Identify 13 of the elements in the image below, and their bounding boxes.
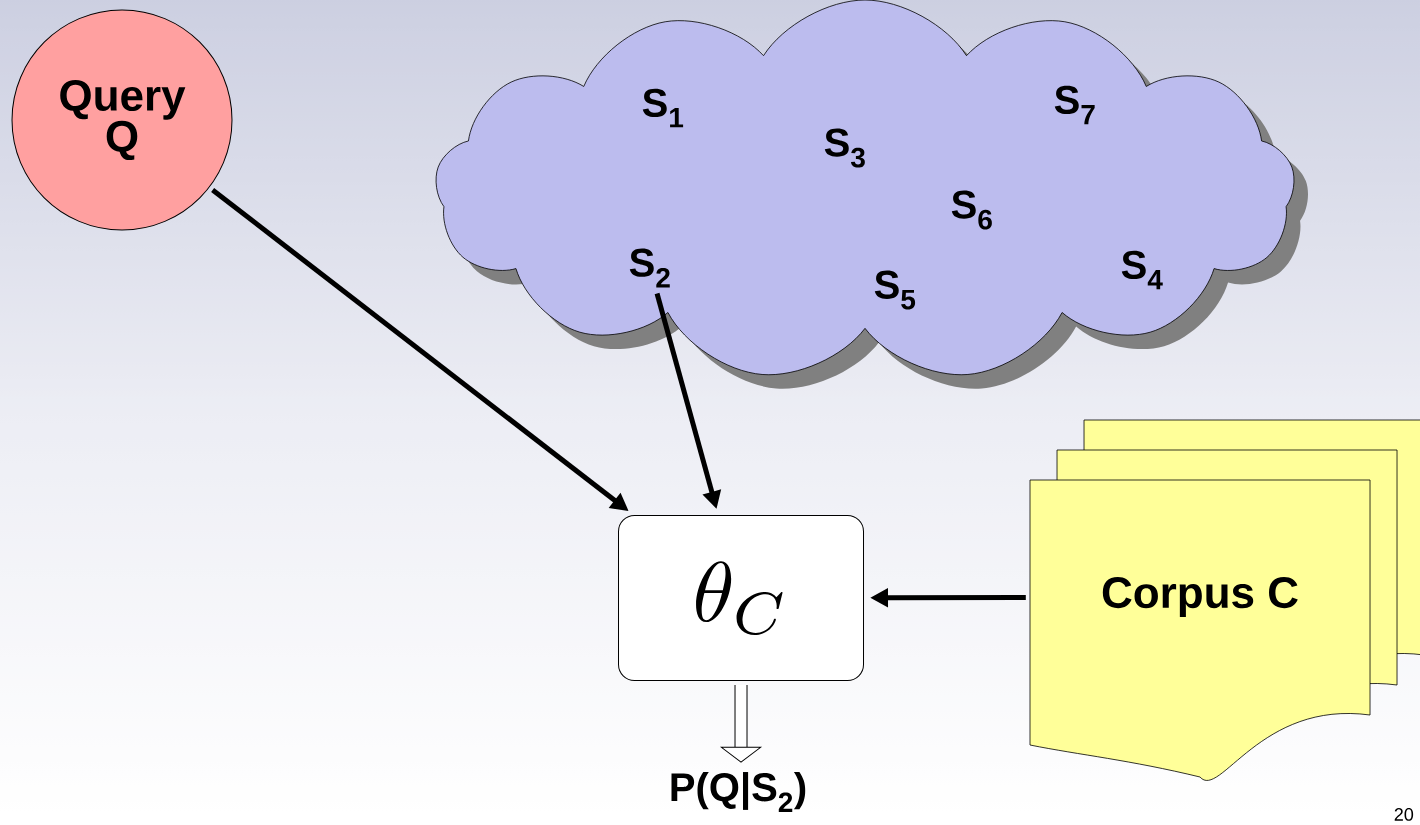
set-label: S$_{5}$ (874, 270, 916, 310)
page-number: 20 (1394, 808, 1414, 821)
set-label: S$_{7}$ (1054, 85, 1095, 125)
set-label: S$_{6}$ (951, 190, 992, 230)
arrow (720, 685, 762, 763)
document-stack: Corpus C (1029, 419, 1420, 781)
model-box: $\theta_{C}$ (618, 515, 864, 681)
set-label: S$_{2}$ (629, 248, 670, 288)
set-label: S$_{3}$ (824, 128, 865, 168)
set-label: S$_{1}$ (642, 88, 684, 128)
set-label: S$_{4}$ (1121, 250, 1163, 290)
cloud-shape (435, 0, 1308, 389)
probability-label: P(Q|S$_{2}$) (671, 772, 806, 812)
